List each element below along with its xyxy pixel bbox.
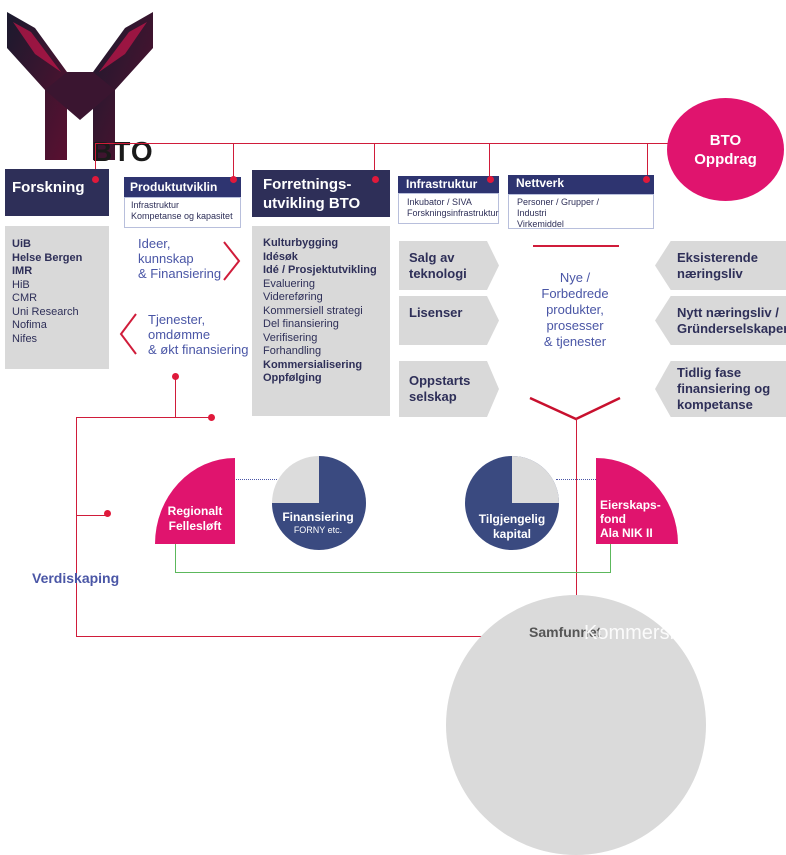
tilgjengelig-text: Tilgjengelig kapital (478, 512, 546, 541)
forretning-item: Idé / Prosjektutvikling (263, 264, 377, 276)
verdiskaping-label: Verdiskaping (32, 570, 120, 586)
produktutvikling-sub2: Kompetanse og kapasitet (131, 211, 233, 221)
forskning-item: Helse Bergen (12, 251, 83, 264)
nytt-arrow: Nytt næringsliv / Gründerselskaper (655, 296, 786, 345)
bto-oppdrag-line1: BTO (709, 131, 742, 149)
eksisterende-arrow: Eksisterende næringsliv (655, 241, 786, 290)
eierskap-shape (596, 458, 678, 544)
eierskap-text: Eierskaps- fond Ala NIK II (600, 498, 661, 540)
forretning-item: Oppfølging (263, 372, 322, 384)
infrastruktur-sub: Inkubator / SIVA Forskningsinfrastruktur (398, 193, 499, 224)
produktutvikling-sub1: Infrastruktur (131, 200, 180, 210)
forskning-header: Forskning (5, 169, 109, 216)
funnel-lines (529, 396, 621, 421)
infrastruktur-header: Infrastruktur (398, 176, 499, 193)
forskning-item: IMR (12, 265, 33, 277)
forskning-item: Nofima (12, 319, 47, 331)
nettverk-header: Nettverk (508, 175, 654, 194)
center-text: Nye / Forbedrede produkter, prosesser & … (541, 270, 609, 349)
produktutvikling-title: Produktutviklin (130, 180, 218, 194)
bto-oppdrag-line2: Oppdrag (694, 150, 757, 168)
forretning-item: Evaluering (263, 277, 315, 290)
samfunnet-label: Samfunnet (529, 624, 602, 640)
forskning-item: Nifes (12, 332, 38, 345)
bto-oppdrag-circle: BTO Oppdrag (667, 98, 784, 201)
forskning-item: Uni Research (12, 305, 79, 318)
tilgjengelig-pie (465, 456, 559, 550)
bto-logo (5, 10, 165, 170)
ideer-text: Ideer, kunnskap & Finansiering (138, 236, 222, 281)
forretning-item: Kommersialisering (263, 358, 363, 371)
forretning-item: Kommersiell strategi (263, 304, 363, 317)
forretning-item: Verifisering (263, 331, 318, 344)
regionalt-shape (155, 458, 235, 544)
overlay-text: Kommersialisert (584, 622, 728, 644)
forskning-item: HiB (12, 278, 30, 291)
produktutvikling-sub: Infrastruktur Kompetanse og kapasitet (124, 197, 241, 228)
finansiering-text: Finansiering FORNY etc. (282, 510, 354, 535)
chevron-left-icon (119, 313, 137, 355)
bto-logo-mark (7, 12, 153, 160)
forretning-header: Forretnings- utvikling BTO (252, 170, 390, 217)
forretning-item: Idésøk (263, 250, 298, 263)
tjenester-text: Tjenester, omdømme & økt finansiering (148, 312, 249, 357)
forretning-item: Del finansiering (263, 318, 339, 330)
chevron-right-icon (223, 241, 241, 281)
forretning-item: Forhandling (263, 345, 322, 357)
forskning-title: Forskning (12, 179, 85, 196)
regionalt-text: Regionalt Fellesløft (167, 504, 223, 533)
nettverk-sub: Personer / Grupper / Industri Virkemidde… (508, 194, 654, 229)
forskning-item: UiB (12, 238, 31, 250)
tidlig-arrow: Tidlig fase finansiering og kompetanse (655, 361, 786, 417)
nettverk-underline (533, 245, 619, 247)
logo-text: BTO (92, 136, 154, 167)
forretning-item: Kulturbygging (263, 237, 339, 249)
forretning-item: Videreføring (263, 291, 323, 303)
salg-arrow: Salg av teknologi (399, 241, 499, 290)
lisenser-arrow: Lisenser (399, 296, 499, 345)
oppstart-arrow: Oppstarts selskap (399, 361, 499, 417)
produktutvikling-header: Produktutviklin (124, 177, 241, 197)
finansiering-pie (272, 456, 366, 550)
forskning-item: CMR (12, 292, 38, 304)
